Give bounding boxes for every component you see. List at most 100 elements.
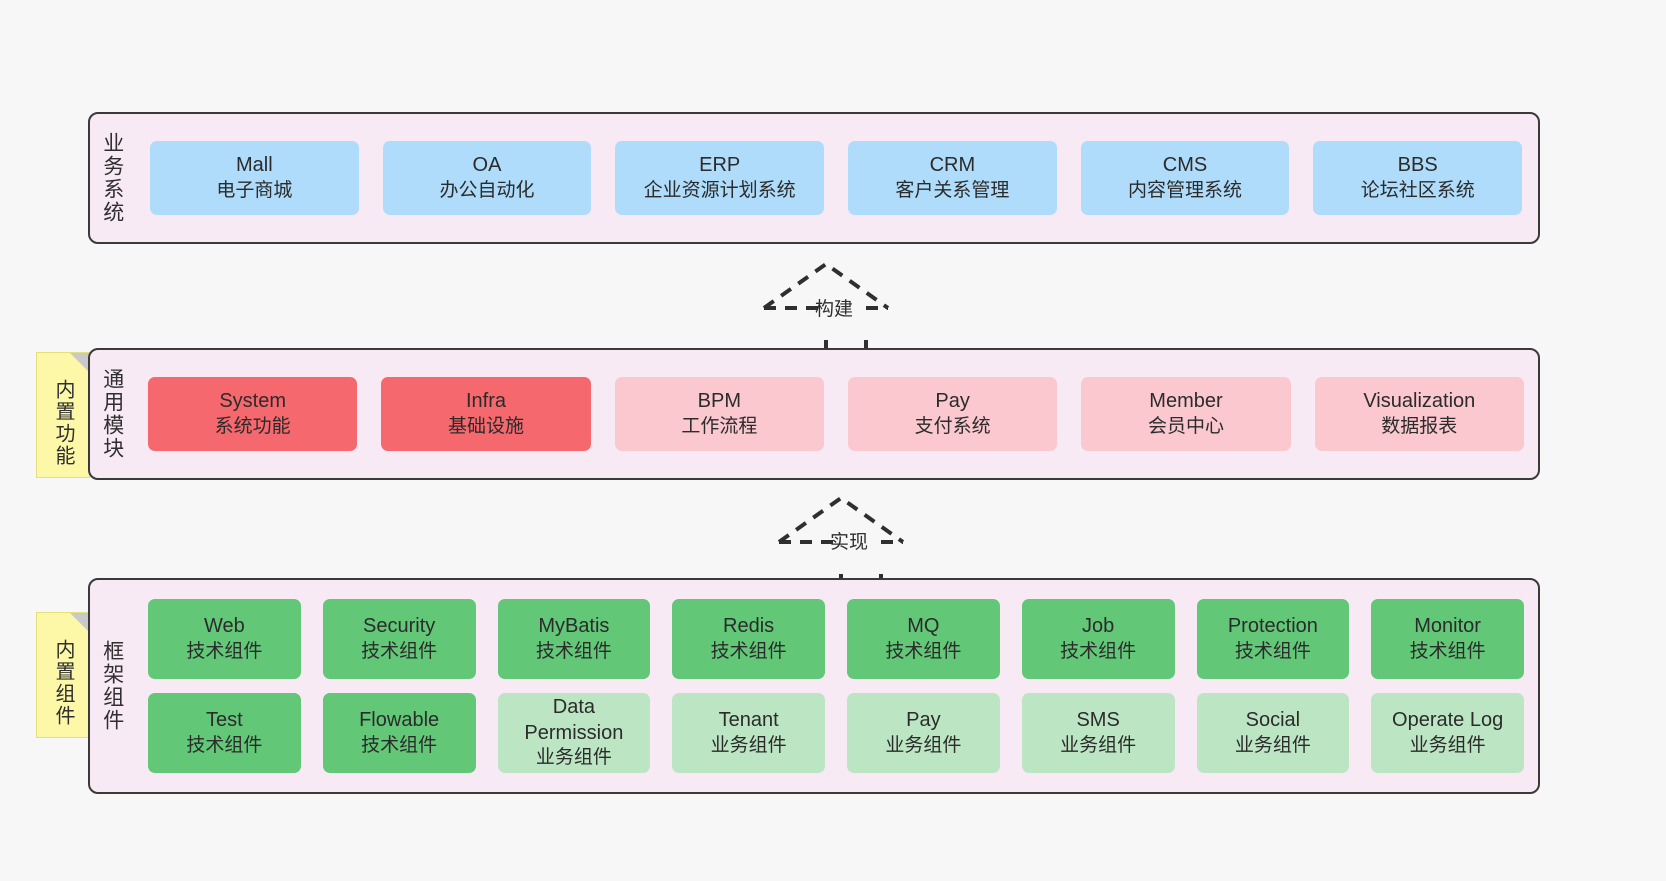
card-subtitle: 技术组件: [1234, 640, 1311, 662]
card-subtitle: 业务组件: [710, 734, 787, 756]
card-subtitle: 业务组件: [885, 734, 962, 756]
card-subtitle: 业务组件: [1409, 734, 1486, 756]
card-subtitle: 企业资源计划系统: [643, 179, 796, 201]
card-subtitle: 办公自动化: [439, 179, 535, 201]
build-arrow-head: [762, 261, 890, 310]
card-title: MQ: [907, 615, 940, 638]
card-title: CMS: [1162, 154, 1208, 177]
card-title: MyBatis: [538, 615, 610, 638]
card-subtitle: 内容管理系统: [1128, 179, 1243, 201]
card-title: Redis: [723, 615, 775, 638]
card-subtitle: 业务组件: [1060, 734, 1137, 756]
card-title: OA: [472, 154, 502, 177]
card-subtitle: 客户关系管理: [895, 179, 1010, 201]
card-subtitle: 系统功能: [214, 415, 291, 437]
framework-card-data-permission[interactable]: Data Permission 业务组件: [497, 693, 651, 773]
card-title: Test: [206, 709, 243, 732]
card-title: Tenant: [718, 709, 779, 732]
connector-implement-label: 实现: [830, 532, 869, 553]
card-title: Social: [1245, 709, 1301, 732]
card-title: Flowable: [359, 709, 440, 732]
sticky-note-builtin-features: 内置功能: [36, 352, 90, 478]
card-title: Mall: [236, 154, 273, 177]
card-title: Protection: [1227, 615, 1318, 638]
card-subtitle: 论坛社区系统: [1360, 179, 1475, 201]
card-title: Job: [1082, 615, 1115, 638]
card-subtitle: 业务组件: [535, 747, 612, 769]
layer-label-common: 通用模块: [100, 368, 124, 460]
card-subtitle: 技术组件: [361, 734, 438, 756]
card-subtitle: 电子商城: [216, 179, 293, 201]
card-title: BBS: [1397, 154, 1438, 177]
card-subtitle: 技术组件: [1060, 640, 1137, 662]
sticky-note-label-features: 内置功能: [52, 379, 74, 467]
card-title: Pay: [935, 390, 970, 413]
card-title: Infra: [465, 390, 506, 413]
card-subtitle: 技术组件: [710, 640, 787, 662]
card-title: Visualization: [1363, 390, 1476, 413]
card-title: SMS: [1076, 709, 1120, 732]
card-subtitle: 技术组件: [186, 640, 263, 662]
card-title: CRM: [929, 154, 976, 177]
card-subtitle: 技术组件: [535, 640, 612, 662]
card-title: Monitor: [1414, 615, 1481, 638]
sticky-note-builtin-components: 内置组件: [36, 612, 90, 738]
card-subtitle: 数据报表: [1381, 415, 1458, 437]
card-subtitle: 技术组件: [186, 734, 263, 756]
sticky-fold-corner-icon: [70, 613, 89, 632]
card-subtitle: 技术组件: [885, 640, 962, 662]
card-subtitle: 基础设施: [447, 415, 524, 437]
card-subtitle: 工作流程: [681, 415, 758, 437]
card-title: Data Permission: [524, 696, 624, 744]
card-subtitle: 会员中心: [1147, 415, 1224, 437]
card-title: ERP: [699, 154, 741, 177]
card-subtitle: 业务组件: [1234, 734, 1311, 756]
sticky-note-label-components: 内置组件: [52, 639, 74, 727]
sticky-fold-corner-icon: [70, 353, 89, 372]
card-title: Security: [363, 615, 436, 638]
card-title: Web: [203, 615, 245, 638]
card-subtitle: 支付系统: [914, 415, 991, 437]
card-title: System: [219, 390, 286, 413]
card-subtitle: 技术组件: [361, 640, 438, 662]
card-subtitle: 技术组件: [1409, 640, 1486, 662]
layer-label-business: 业务系统: [100, 132, 124, 224]
